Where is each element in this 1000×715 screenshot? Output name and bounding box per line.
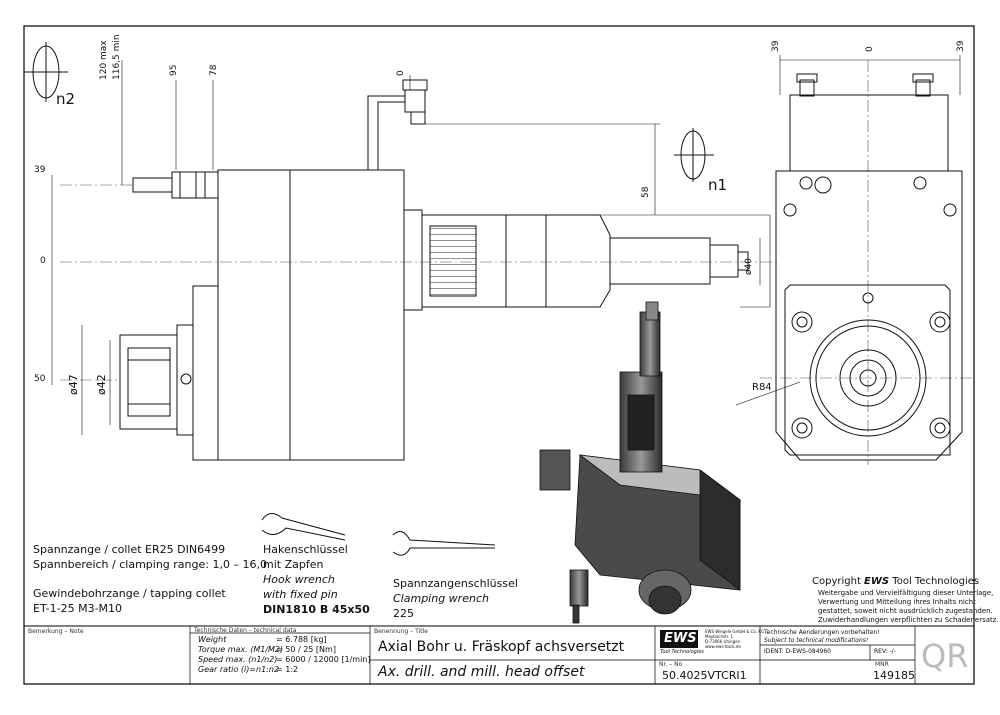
spec-clamping: Spannbereich / clamping range: 1,0 – 16,… <box>33 558 267 571</box>
weight-value: = 6.788 [kg] <box>276 635 327 644</box>
dim-50: 50 <box>34 374 46 384</box>
mnr-label: MNR <box>875 661 889 668</box>
copyright-line4: gestattet, soweit nicht ausdrücklich zug… <box>818 607 993 615</box>
title-label: Benennung – Title <box>374 628 428 635</box>
changes-en: Subject to technical modifications! <box>764 637 869 644</box>
copyright-line3: Verwertung und Mitteilung ihres Inhalts … <box>818 598 976 606</box>
dim-78: 78 <box>209 64 219 76</box>
tech-label: Technische Daten – technical data <box>194 627 297 634</box>
label-n1: n1 <box>708 176 728 194</box>
copyright-line2: Weitergabe und Vervielfältigung dieser U… <box>818 589 994 597</box>
dim-95: 95 <box>169 64 179 76</box>
hook-wrench-2: mit Zapfen <box>263 558 324 571</box>
changes-de: Technische Aenderungen vorbehalten! <box>764 629 880 636</box>
dim-dia40: ø40 <box>744 258 754 275</box>
ident: IDENT: D-EWS-084960 <box>764 648 831 655</box>
dim-r84: R84 <box>752 382 772 393</box>
speed-value: = 6000 / 12000 [1/min] <box>276 655 371 664</box>
ratio-label: Gear ratio (i)=n1:n2 <box>198 665 280 674</box>
ratio-value: = 1:2 <box>276 665 299 674</box>
side-view <box>119 79 749 461</box>
wrench-icons <box>261 513 496 556</box>
ews-logo: EWS <box>664 631 697 646</box>
label-n2: n2 <box>56 90 76 108</box>
spec-collet: Spannzange / collet ER25 DIN6499 <box>33 543 226 556</box>
dim-116: 116,5 min <box>112 34 122 80</box>
spec-tapping-value: ET-1-25 M3-M10 <box>33 602 123 615</box>
front-view <box>775 73 963 461</box>
title-en: Ax. drill. and mill. head offset <box>378 664 585 680</box>
dim-right-39b: 39 <box>956 40 966 52</box>
company-2: Maybachstr. 1 <box>705 634 734 639</box>
rotation-symbols <box>24 42 714 182</box>
hook-wrench-4: with fixed pin <box>263 588 338 601</box>
dim-58: 58 <box>641 186 651 198</box>
speed-label: Speed max. (n1/n2) <box>198 655 278 664</box>
mnr-value: 149185 <box>873 669 915 682</box>
title-de: Axial Bohr u. Fräskopf achsversetzt <box>378 639 625 655</box>
nr-label: Nr. – No <box>659 661 683 668</box>
qr-placeholder: QR <box>921 637 969 675</box>
dim-120: 120 max <box>99 40 109 80</box>
company-3: D-73066 Uhingen <box>705 639 741 644</box>
dim-0: 0 <box>40 256 46 266</box>
spec-tapping: Gewindebohrzange / tapping collet <box>33 587 226 600</box>
company-4: www.ews-tools.de <box>705 644 741 649</box>
dim-0-top: 0 <box>396 70 406 76</box>
clamp-wrench-3: 225 <box>393 607 414 620</box>
dim-dia47: ø47 <box>67 374 80 395</box>
render-3d <box>539 301 742 624</box>
dim-39: 39 <box>34 165 46 175</box>
clamp-wrench-1: Spannzangenschlüssel <box>393 577 518 590</box>
clamp-wrench-2: Clamping wrench <box>393 592 489 605</box>
copyright-title: Copyright EWS Tool Technologies <box>812 576 980 587</box>
part-number: 50.4025VTCRI1 <box>662 669 747 682</box>
ews-logo-box <box>660 630 698 648</box>
hook-wrench-1: Hakenschlüssel <box>263 543 348 556</box>
rev: REV: -/- <box>874 648 896 655</box>
dim-right-0: 0 <box>865 46 875 52</box>
weight-label: Weight <box>198 635 227 644</box>
company-1: EWS Weigele GmbH & Co. KG <box>705 629 765 634</box>
dim-dia42: ø42 <box>95 374 108 395</box>
sheet-border <box>23 25 975 685</box>
hook-wrench-5: DIN1810 B 45x50 <box>263 603 370 616</box>
ews-logo-sub: Tool Technologies <box>660 649 704 655</box>
torque-label: Torque max. (M1/M2) <box>198 645 284 654</box>
hook-wrench-3: Hook wrench <box>263 573 335 586</box>
note-label: Bemerkung – Note <box>28 628 84 635</box>
dim-right-39a: 39 <box>771 40 781 52</box>
copyright-line5: Zuwiderhandlungen verpflichten zu Schade… <box>818 616 999 624</box>
torque-value: = 50 / 25 [Nm] <box>276 645 336 654</box>
